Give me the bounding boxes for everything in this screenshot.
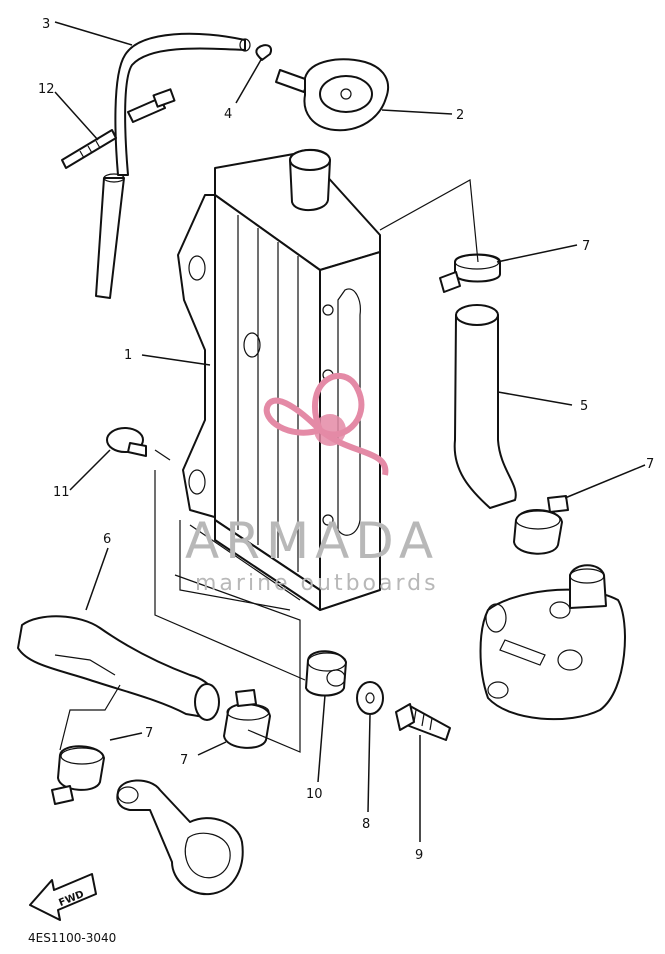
callout-7d: 7 bbox=[180, 753, 188, 768]
callout-8: 8 bbox=[362, 817, 370, 832]
callout-9: 9 bbox=[415, 848, 423, 863]
callout-labels: 3 12 4 2 7 1 5 7 11 6 7 7 10 8 9 bbox=[38, 17, 654, 863]
fwd-arrow: FWD bbox=[29, 873, 97, 921]
callout-7a: 7 bbox=[582, 239, 590, 254]
watermark: ARMADA marine outboards bbox=[185, 372, 439, 596]
bolt bbox=[395, 703, 451, 741]
callout-7c: 7 bbox=[145, 726, 153, 741]
hose-clamp-cylinder bbox=[513, 495, 569, 555]
callout-3: 3 bbox=[42, 17, 50, 32]
hose-clamp-upper bbox=[439, 253, 501, 293]
water-pump-cover bbox=[116, 779, 244, 896]
watermark-logo-mark bbox=[263, 372, 389, 476]
watermark-tagline: marine outboards bbox=[195, 571, 439, 596]
callout-7b: 7 bbox=[646, 457, 654, 472]
radiator bbox=[177, 148, 381, 611]
grommet bbox=[305, 650, 347, 697]
hose-clamp-lower bbox=[51, 745, 105, 805]
callout-6: 6 bbox=[103, 532, 111, 547]
leader-lines bbox=[54, 21, 646, 842]
radiator-cap bbox=[275, 58, 390, 132]
lower-hose bbox=[17, 615, 220, 721]
assembly-guide-lines bbox=[59, 179, 479, 753]
callout-2: 2 bbox=[456, 108, 464, 123]
washer bbox=[356, 681, 384, 715]
callout-10: 10 bbox=[306, 787, 323, 802]
callout-5: 5 bbox=[580, 399, 588, 414]
watermark-brand: ARMADA bbox=[185, 512, 439, 570]
diagram-code: 4ES1100-3040 bbox=[28, 931, 116, 945]
clip bbox=[255, 44, 272, 61]
callout-4: 4 bbox=[224, 107, 232, 122]
watermark-logo-dot bbox=[314, 414, 346, 446]
callout-12: 12 bbox=[38, 82, 55, 97]
cylinder-head bbox=[479, 564, 626, 721]
callout-11: 11 bbox=[53, 485, 70, 500]
hose-clamp-pump bbox=[223, 689, 271, 749]
cable-tie bbox=[61, 88, 176, 169]
callout-1: 1 bbox=[124, 348, 132, 363]
drain-plug bbox=[106, 427, 147, 457]
upper-hose bbox=[453, 304, 517, 509]
breather-hose bbox=[95, 32, 251, 299]
